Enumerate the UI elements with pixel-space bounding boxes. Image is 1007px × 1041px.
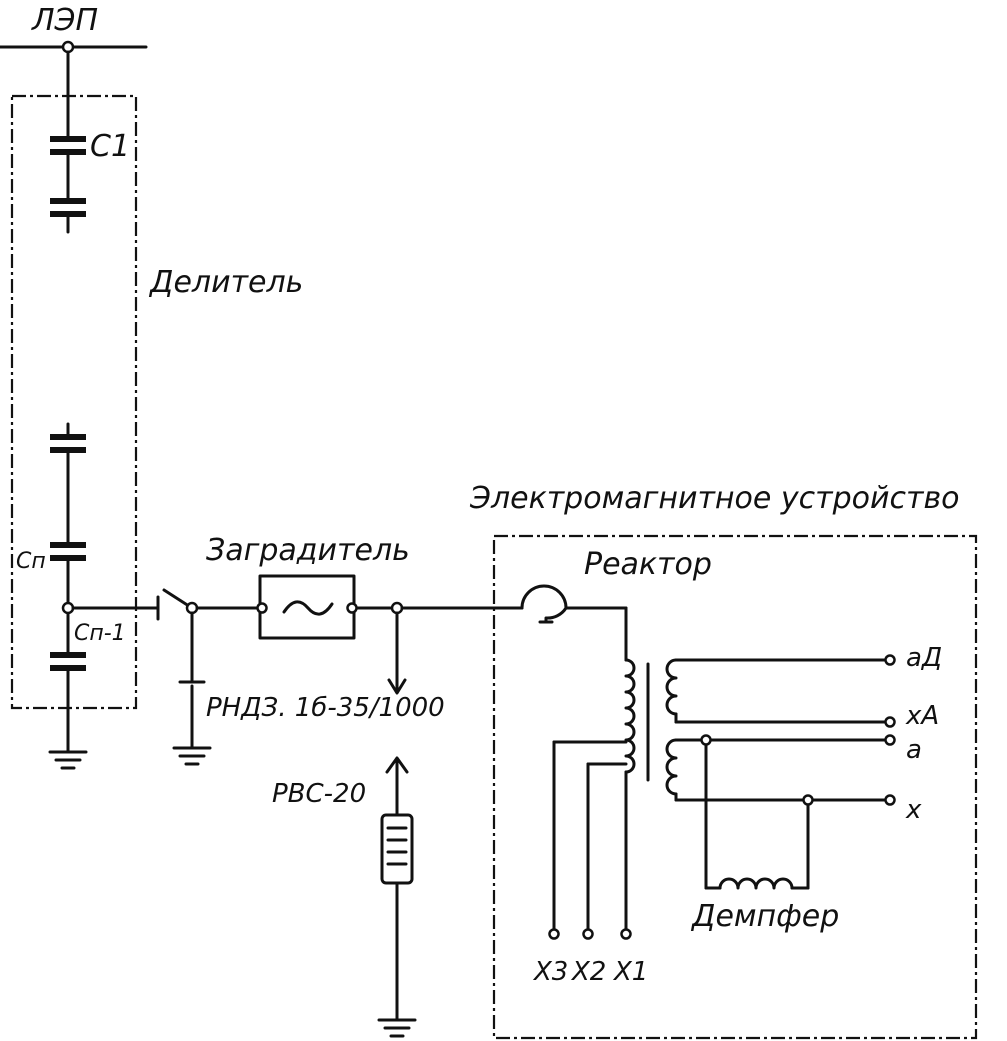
damper — [704, 743, 810, 890]
primary-winding — [548, 606, 636, 940]
electromagnetic-device-label: Электромагнитное устройство — [469, 481, 960, 516]
electromagnetic-device-boundary — [492, 534, 978, 1040]
tap-x1-label: X1 — [612, 957, 648, 987]
terminal-ad-label: aД — [906, 643, 942, 673]
secondary-winding-ax — [665, 734, 896, 806]
damper-label: Демпфер — [690, 899, 839, 934]
divider-capacitor-stack — [50, 50, 86, 754]
terminal-a-label: a — [906, 735, 922, 765]
terminal-xa-label: xA — [905, 701, 939, 731]
line-trap — [195, 574, 404, 640]
divider-ground-symbol — [48, 750, 88, 770]
tap-arrow-down — [387, 611, 407, 695]
divider-label: Делитель — [148, 265, 303, 300]
tap-x3-label: X3 — [532, 957, 568, 987]
surge-arrester — [377, 756, 417, 1038]
divider-boundary — [10, 94, 138, 710]
power-line — [0, 40, 148, 54]
switch-ground-blade — [172, 611, 212, 766]
disconnect-switch — [71, 588, 199, 621]
capacitor-cn-label: Cп — [16, 549, 46, 574]
terminal-x-label: x — [905, 795, 922, 825]
secondary-winding-ad — [665, 654, 896, 728]
capacitor-c1-label: C1 — [90, 129, 130, 164]
line-trap-label: Заградитель — [206, 533, 410, 568]
switch-label: РНДЗ. 1б-35/1000 — [206, 693, 445, 723]
surge-arrester-label: РВС-20 — [272, 779, 366, 809]
capacitor-cn-1-label: Cп-1 — [74, 621, 126, 646]
reactor-label: Реактор — [584, 547, 712, 582]
reactor — [520, 584, 628, 624]
power-line-label: ЛЭП — [31, 3, 98, 38]
tap-x2-label: X2 — [570, 957, 606, 987]
